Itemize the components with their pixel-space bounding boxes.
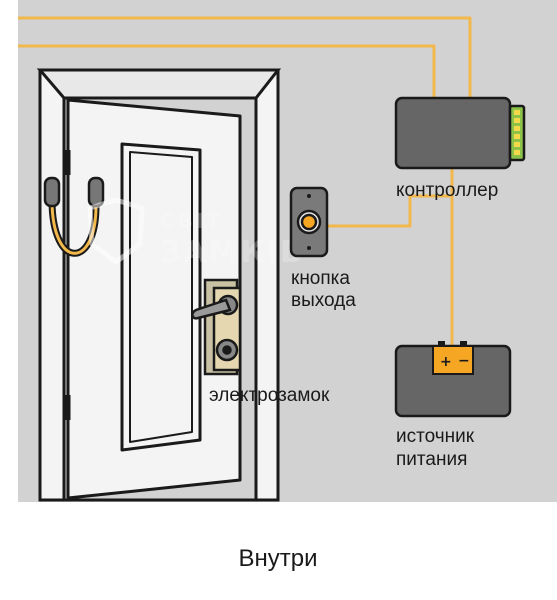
door-closer-icon: [43, 176, 105, 257]
exit-button-label-line2: выхода: [291, 290, 356, 311]
battery-terminal-right: [460, 341, 467, 346]
door-frame-top-bevel: [36, 68, 282, 100]
exit-button-label-line1: кнопка: [291, 268, 350, 289]
cable-end-right: [87, 176, 105, 208]
exit-button-icon: [289, 186, 329, 258]
controller-body: [394, 96, 512, 170]
electric-lock-icon: [191, 278, 242, 376]
wire-exit-button: [328, 168, 454, 228]
cylinder-key: [222, 345, 232, 355]
battery-body: [432, 345, 474, 375]
watermark-line2: ЗАМКІВ: [160, 235, 305, 270]
power-supply-label-line2: питания: [396, 449, 467, 470]
exit-button-screw-bottom: [307, 246, 311, 250]
wire-top-controller-right: [18, 44, 436, 98]
exit-button-screw-top: [307, 194, 311, 198]
electric-lock-label: электрозамок: [209, 385, 330, 406]
exit-button-press: [300, 213, 318, 231]
battery-plus: +: [440, 354, 452, 370]
watermark-line1: СВІТ: [160, 209, 223, 233]
cable-end-left: [43, 176, 61, 208]
controller-label: контроллер: [396, 180, 498, 201]
controller-terminals: [514, 110, 520, 155]
battery-minus: −: [458, 353, 470, 369]
handle-icon: [191, 298, 232, 320]
door-cable-loop-core: [50, 199, 98, 255]
door-panel-inner: [129, 151, 193, 443]
wire-top-controller-left: [18, 16, 472, 98]
power-supply-label-line1: источник: [396, 426, 475, 447]
controller-icon: [394, 96, 526, 170]
caption: Внутри: [238, 545, 317, 572]
battery-terminal-left: [438, 341, 445, 346]
shield-watermark-icon: СВІТ ЗАМКІВ: [87, 197, 305, 270]
battery-icon: [432, 341, 474, 375]
power-supply: + −: [394, 341, 512, 418]
controller-terminal-block: [508, 104, 526, 162]
watermark-shield: [87, 197, 145, 266]
